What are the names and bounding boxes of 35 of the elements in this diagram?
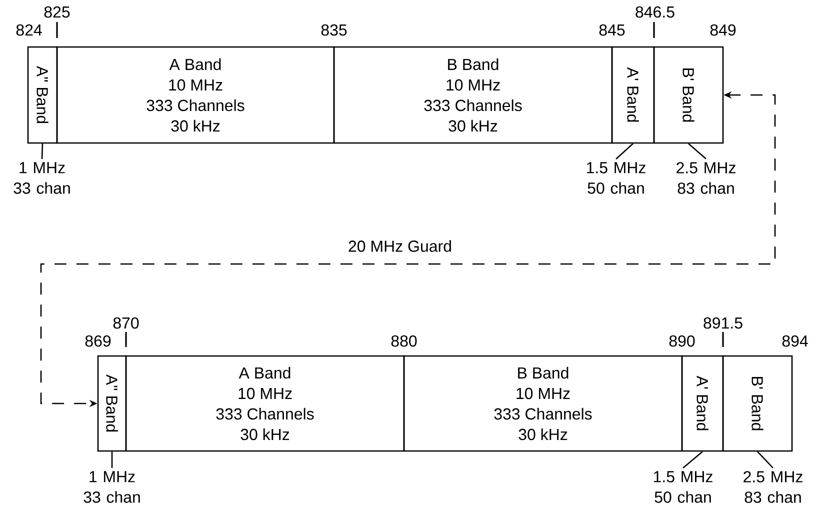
frequency-label: 869 xyxy=(85,335,111,347)
frequency-label: 825 xyxy=(44,6,70,18)
annotation-text: 1.5 MHz 50 chan xyxy=(587,162,646,194)
frequency-label: 894 xyxy=(782,335,808,347)
frequency-label: 846.5 xyxy=(636,6,674,18)
annotation-text: 1 MHz 33 chan xyxy=(84,471,140,503)
leader-line xyxy=(111,452,113,468)
band-box: A" Band xyxy=(27,46,58,144)
band-box: A" Band xyxy=(97,355,127,452)
band-box: B Band 10 MHz 333 Channels 30 kHz xyxy=(333,46,613,144)
leader-line xyxy=(682,451,703,468)
leader-line xyxy=(41,144,44,159)
frequency-label: 890 xyxy=(669,335,695,347)
leader-line xyxy=(757,451,774,468)
band-box: A Band 10 MHz 333 Channels 30 kHz xyxy=(56,46,335,144)
band-box: B Band 10 MHz 333 Channels 30 kHz xyxy=(403,355,683,452)
frequency-label: 835 xyxy=(321,24,347,36)
frequency-label: 849 xyxy=(710,24,736,36)
band-box: A' Band xyxy=(681,355,724,452)
band-box: A Band 10 MHz 333 Channels 30 kHz xyxy=(125,355,405,452)
leader-line xyxy=(616,143,634,160)
frequency-label: 870 xyxy=(113,317,139,329)
leader-line xyxy=(688,143,706,160)
edge-label: 20 MHz Guard xyxy=(348,240,451,252)
annotation-text: 1.5 MHz 50 chan xyxy=(654,471,712,503)
frequency-label: 824 xyxy=(16,24,42,36)
frequency-label: 880 xyxy=(391,335,417,347)
band-box: B' Band xyxy=(722,355,793,452)
band-box: A' Band xyxy=(611,46,655,144)
frequency-label: 891.5 xyxy=(704,317,742,329)
frequency-label: 845 xyxy=(599,24,625,36)
band-box: B' Band xyxy=(653,46,724,144)
annotation-text: 2.5 MHz 83 chan xyxy=(676,162,736,194)
annotation-text: 2.5 MHz 83 chan xyxy=(744,471,802,503)
annotation-text: 1 MHz 33 chan xyxy=(14,162,70,194)
